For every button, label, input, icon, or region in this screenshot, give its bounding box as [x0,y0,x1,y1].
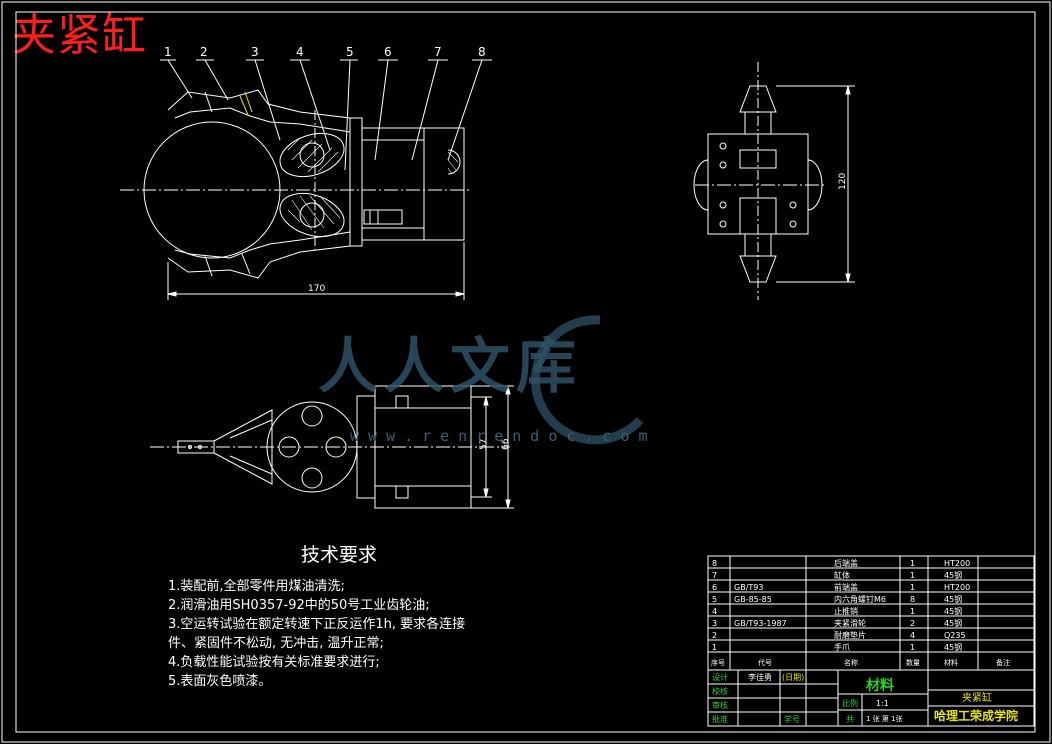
bom-cell-mat: Q235 [944,631,966,640]
bom-cell-name: 缸体 [834,570,850,580]
bom-header-no: 序号 [711,658,725,667]
watermark-logo [530,315,644,445]
dim-120: 120 [838,173,848,190]
watermark-brand: 人人文库 [318,332,582,402]
side-view [693,62,855,300]
bom-header-code: 代号 [758,658,772,667]
bom-header-note: 备注 [996,658,1010,667]
tech-line-2: 2.润滑油用SH0357-92中的50号工业齿轮油; [168,598,430,613]
tb-sheet-info: 1 张 第 1张 [866,714,903,723]
tb-date: (日期) [782,673,804,682]
bom-cell-qty: 1 [910,643,915,652]
bom-cell-mat: 45钢 [944,642,962,652]
bom-cell-no: 2 [712,631,717,640]
bom-cell-name: 止推销 [834,606,858,616]
inner-frame [15,11,1036,733]
balloon-8: 8 [478,45,486,59]
bom-cell-qty: 2 [910,619,915,628]
bom-cell-code: GB-85-85 [734,595,772,604]
tb-review-label: 审核 [712,700,728,710]
bom-cell-name: 夹紧滑轮 [834,618,866,628]
bom-cell-mat: 45钢 [944,618,962,628]
bom-cell-name: 后端盖 [834,558,858,568]
balloon-6: 6 [384,45,392,59]
tech-heading: 技术要求 [301,544,378,566]
tech-line-3: 3.空运转试验在额定转速下正反运作1h, 要求各连接 [168,617,466,632]
bom-cell-qty: 1 [910,559,915,568]
tech-line-6: 5.表面灰色喷漆。 [168,674,272,689]
balloon-4: 4 [296,45,304,59]
bom-cell-no: 8 [712,559,717,568]
bom-cell-code: GB/T93 [734,583,763,592]
bom-table [707,555,1035,671]
tech-line-1: 1.装配前,全部零件用煤油清洗; [168,579,345,594]
tb-approve-label: 批准 [712,714,728,724]
bom-cell-mat: HT200 [944,559,970,568]
tech-requirements: 技术要求 1.装配前,全部零件用煤油清洗; 2.润滑油用SH0357-92中的5… [168,540,528,691]
bom-cell-no: 1 [712,643,717,652]
watermark-url: www.renrendoc.com [350,427,657,445]
tb-drawing-name: 夹紧缸 [962,691,992,704]
balloon-3: 3 [251,45,259,59]
bom-cell-name: 内六角螺钉M6 [834,594,886,604]
bom-header-qty: 数量 [906,658,920,667]
tb-school: 哈理工荣成学院 [934,708,1018,723]
bom-header-name: 名称 [844,658,858,667]
tech-line-4: 件、紧固件不松动, 无冲击, 温升正常; [168,636,384,651]
bom-cell-no: 6 [712,583,717,592]
bom-cell-qty: 1 [910,607,915,616]
balloon-2: 2 [200,45,208,59]
tb-designer: 李佳勇 [748,672,772,682]
bom-cell-no: 7 [712,571,717,580]
bom-cell-name: 前端盖 [834,582,858,592]
bom-cell-mat: 45钢 [944,570,962,580]
bom-cell-mat: 45钢 [944,594,962,604]
tb-scale-label: 比例 [842,698,858,708]
bom-cell-mat: 45钢 [944,606,962,616]
bom-cell-name: 手爪 [834,642,850,652]
tb-material-label: 材料 [866,677,894,694]
dim-57: 57 [479,439,489,450]
bom-cell-qty: 1 [910,571,915,580]
balloon-1: 1 [164,45,172,59]
balloon-labels: 1 2 3 4 5 6 7 8 170 [164,45,486,294]
bom-cell-qty: 1 [910,583,915,592]
bom-header-mat: 材料 [944,658,958,667]
bom-cell-no: 5 [712,595,717,604]
top-view [150,385,514,509]
bom-cell-qty: 8 [910,595,915,604]
dim-170: 170 [308,284,325,294]
bom-cell-code: GB/T93-1987 [734,619,787,628]
front-view [120,59,492,300]
bom-cell-no: 4 [712,607,717,616]
title-block [707,669,1035,727]
balloon-7: 7 [434,45,442,59]
title-block-text: 设计 李佳勇 (日期) 校核 审核 批准 学号 材料 比例 1:1 共 1 张 … [712,672,1018,724]
tb-partno-label: 学号 [784,714,800,724]
bom-cell-no: 3 [712,619,717,628]
bom-cell-mat: HT200 [944,583,970,592]
tb-sheet-label: 共 [846,715,854,724]
balloon-5: 5 [346,45,354,59]
bom-cell-qty: 4 [910,631,915,640]
tech-line-5: 4.负载性能试验按有关标准要求进行; [168,655,380,670]
tb-check-label: 校核 [712,686,728,696]
drawing-title: 夹紧缸 [12,10,147,61]
dim-66: 66 [501,438,511,450]
tb-scale: 1:1 [876,699,889,708]
bom-cell-name: 耐磨垫片 [834,630,866,640]
tb-design-label: 设计 [712,672,728,682]
